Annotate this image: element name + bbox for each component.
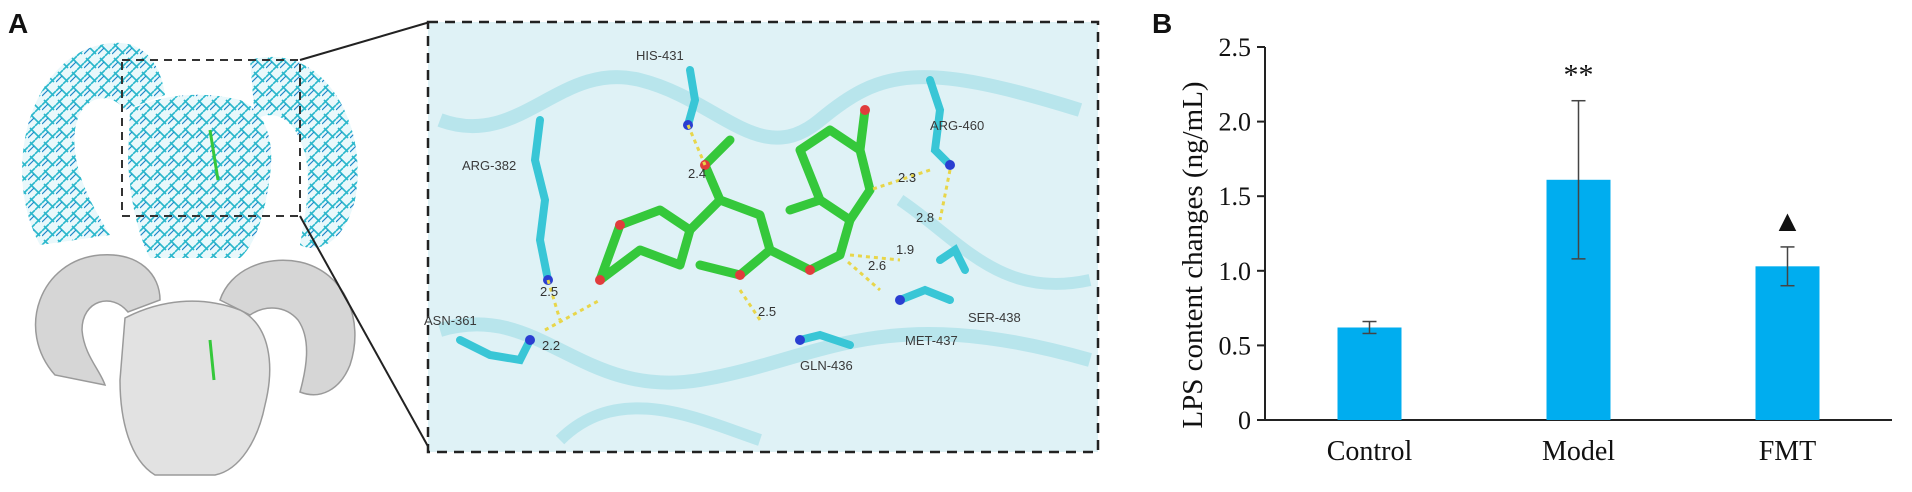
protein-stick-model (22, 42, 358, 258)
distance-label: 2.5 (758, 304, 776, 319)
significance-label: ** (1564, 59, 1594, 92)
distance-label: 2.3 (898, 170, 916, 185)
category-label: FMT (1759, 436, 1817, 467)
bar (1755, 266, 1820, 420)
protein-surface-model (34, 254, 356, 476)
lps-bar-chart: LPS content changes (ng/mL) 0 0.5 1.0 1.5 2.… (1177, 33, 1892, 467)
distance-label: 2.8 (916, 210, 934, 225)
bar (1337, 327, 1402, 420)
distance-label: 2.5 (540, 284, 558, 299)
residue-label-gln436: GLN-436 (800, 358, 853, 373)
y-tick-label: 2.5 (1219, 33, 1252, 62)
distance-label: 2.2 (542, 338, 560, 353)
y-tick-label: 1.5 (1219, 182, 1252, 211)
binding-site-view: HIS-431 ARG-460 ARG-382 ASN-361 GLN-436 … (424, 20, 1100, 454)
panel-a-label: A (8, 8, 29, 39)
panel-b-label: B (1152, 8, 1173, 39)
distance-label: 2.6 (868, 258, 886, 273)
docking-figure: HIS-431 ARG-460 ARG-382 ASN-361 GLN-436 … (22, 20, 1100, 476)
residue-label-met437: MET-437 (905, 333, 958, 348)
residue-label-asn361: ASN-361 (424, 313, 477, 328)
distance-label: 2.4 (688, 166, 706, 181)
residue-label-arg460: ARG-460 (930, 118, 984, 133)
residue-label-ser438: SER-438 (968, 310, 1021, 325)
y-axis-label: LPS content changes (ng/mL) (1177, 81, 1209, 428)
residue-label-his431: HIS-431 (636, 48, 684, 63)
y-tick-label: 0.5 (1219, 331, 1252, 360)
significance-label: ▲ (1773, 205, 1803, 238)
residue-label-arg382: ARG-382 (462, 158, 516, 173)
y-tick-label: 0 (1238, 406, 1251, 435)
selection-box (121, 59, 301, 217)
y-tick-label: 1.0 (1219, 257, 1252, 286)
category-label: Control (1327, 436, 1413, 467)
distance-label: 1.9 (896, 242, 914, 257)
category-label: Model (1542, 436, 1615, 467)
y-tick-label: 2.0 (1219, 108, 1252, 137)
